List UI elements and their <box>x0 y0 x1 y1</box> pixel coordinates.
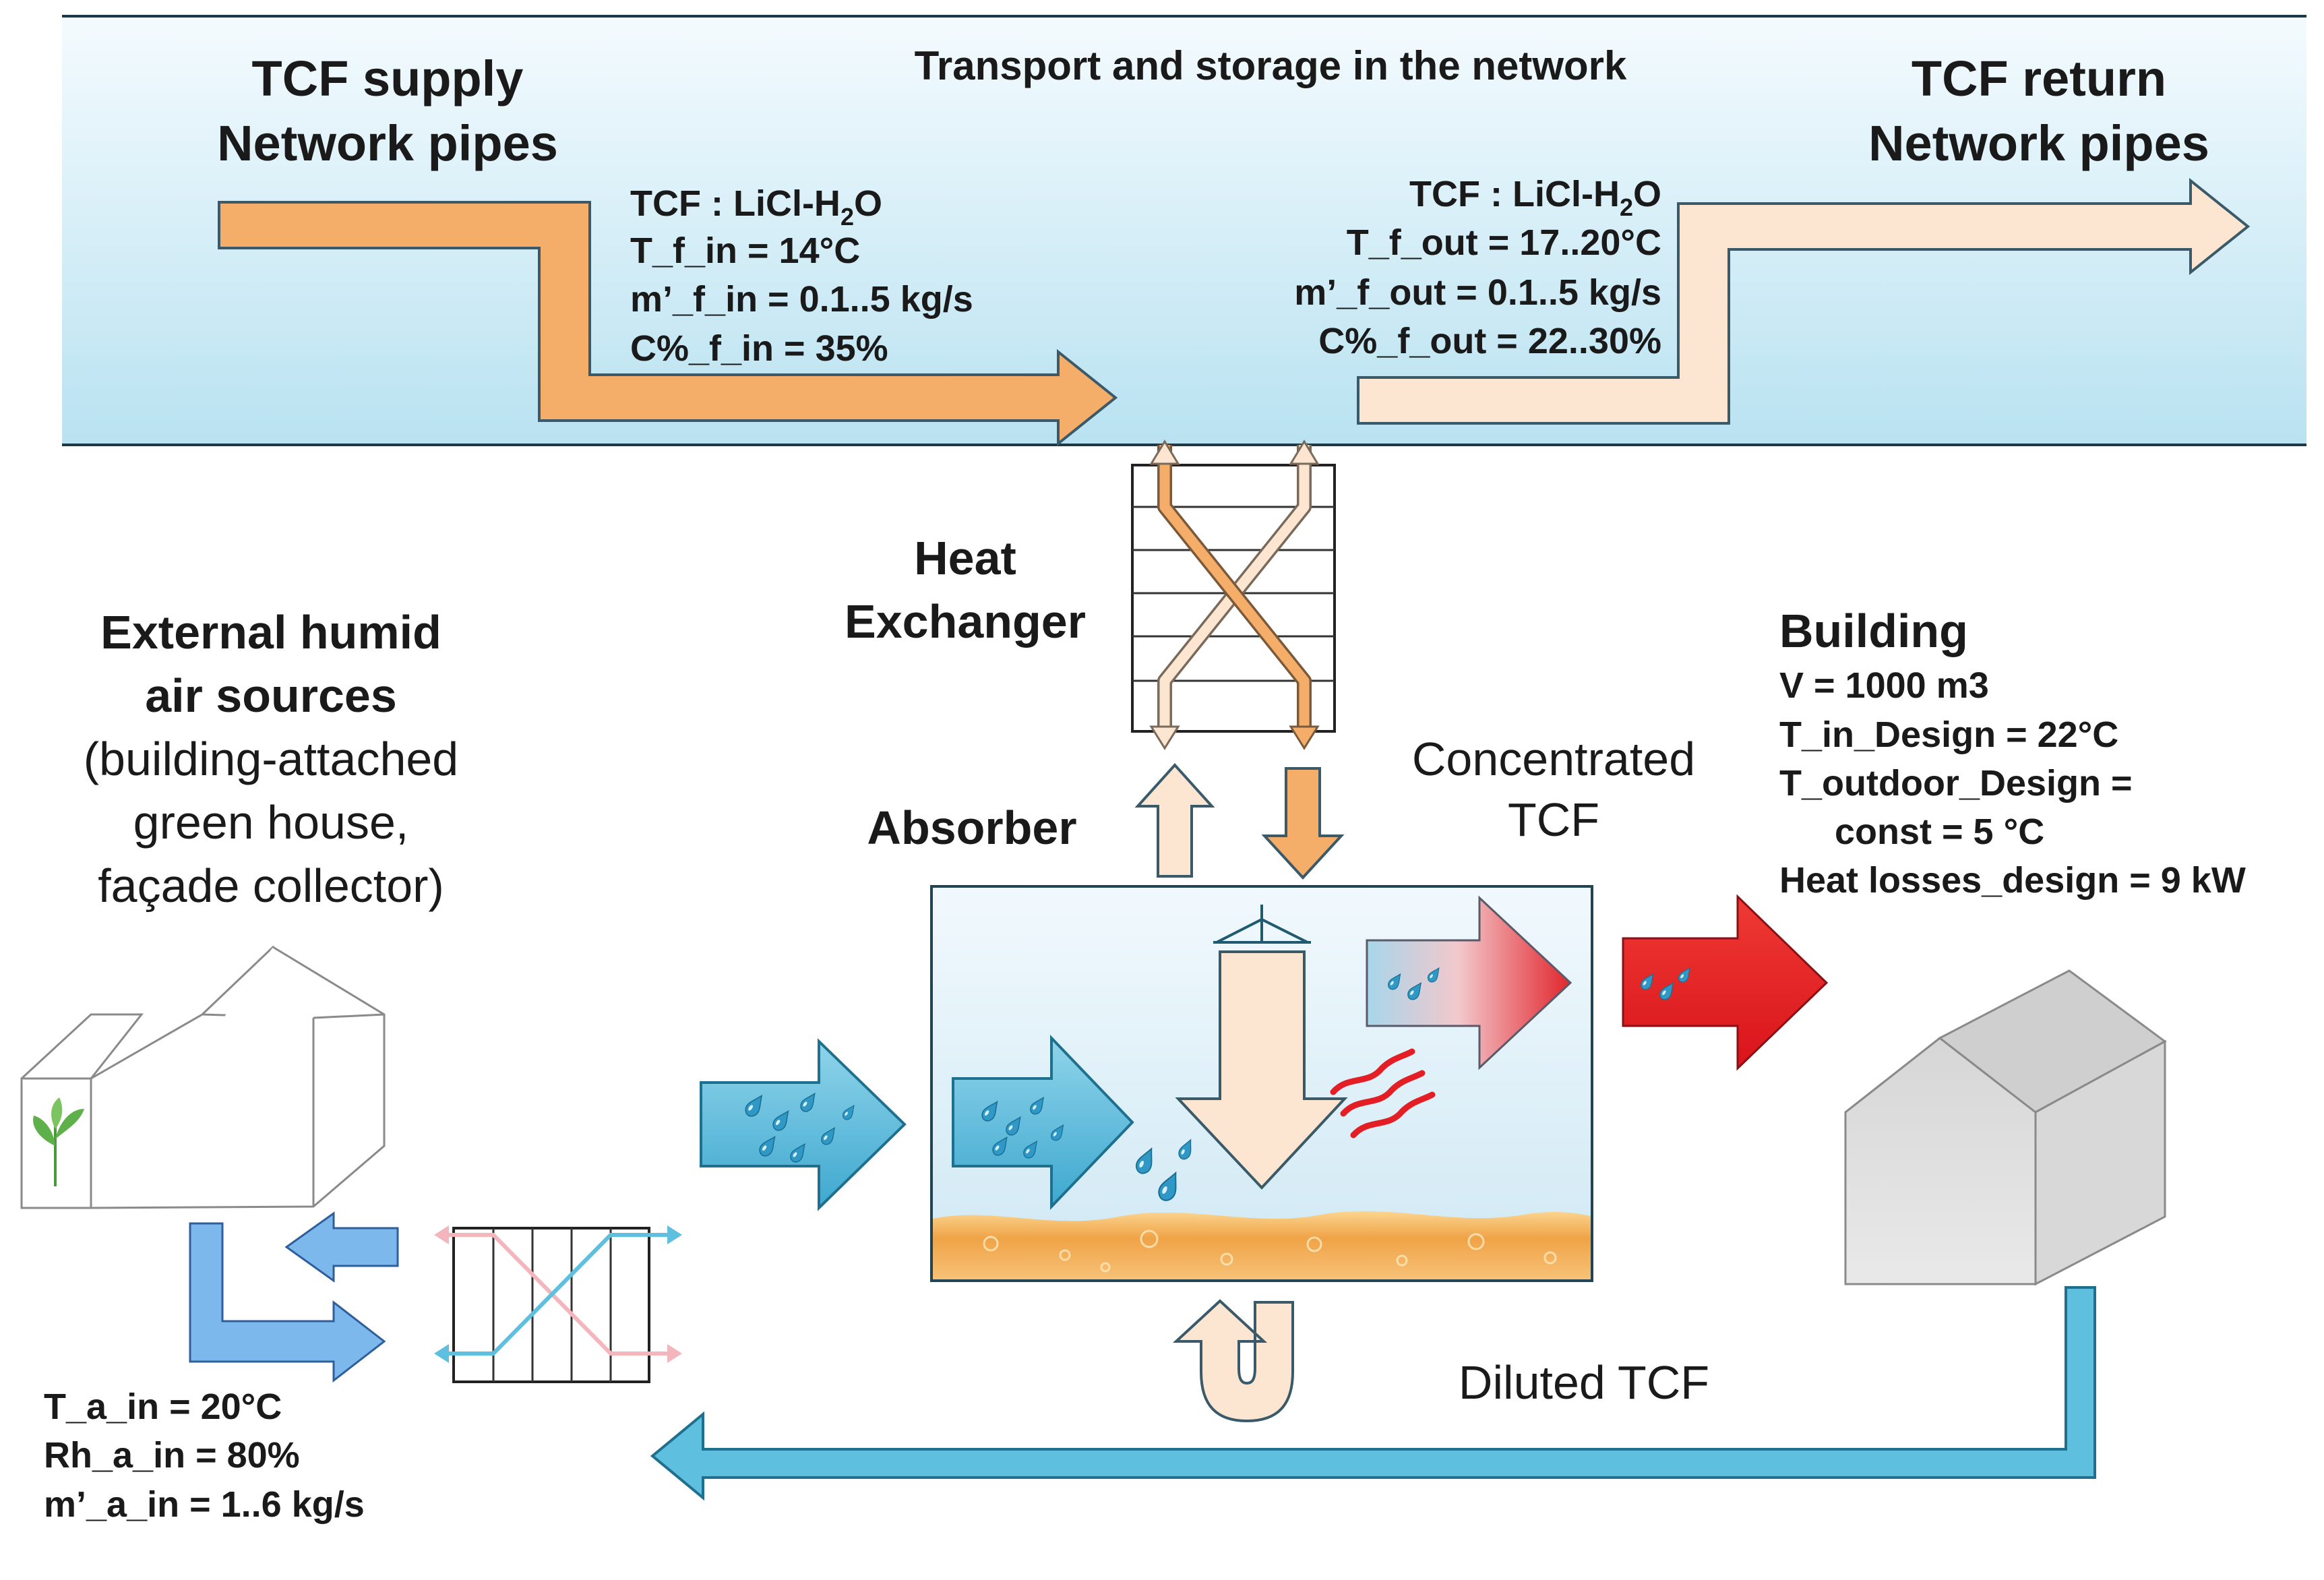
supply-fluid: TCF : LiCl-H2O <box>630 183 882 231</box>
building-param-5: Heat losses_design = 9 kW <box>1779 860 2246 901</box>
liquid-bubbles <box>983 1229 1557 1273</box>
return-fluid: TCF : LiCl-H2O <box>1409 174 1661 221</box>
air-temp: T_a_in = 20°C <box>44 1387 282 1427</box>
heat-waves-icon <box>1330 1048 1436 1138</box>
sprinkler-icon <box>1213 905 1311 944</box>
concentrated-label-1: Concentrated <box>1412 733 1695 785</box>
air-flow: m’_a_in = 1..6 kg/s <box>44 1484 365 1525</box>
recirculation-u-arrow <box>1172 1299 1294 1423</box>
external-title-1: External humid <box>100 606 441 659</box>
return-flow: m’_f_out = 0.1..5 kg/s <box>1294 272 1661 313</box>
building-title: Building <box>1779 605 1968 657</box>
external-desc-2: green house, <box>133 796 409 849</box>
return-temp: T_f_out = 17..20°C <box>1347 222 1661 263</box>
hot-air-arrow-to-building <box>1622 894 1829 1071</box>
supply-conc: C%_f_in = 35% <box>630 328 888 369</box>
building-param-4: const = 5 °C <box>1835 812 2044 852</box>
supply-title-line2: Network pipes <box>217 115 558 171</box>
external-desc-3: façade collector) <box>98 859 444 912</box>
concentrated-label-2: TCF <box>1508 793 1599 846</box>
diluted-label: Diluted TCF <box>1459 1356 1709 1409</box>
supply-flow: m’_f_in = 0.1..5 kg/s <box>630 279 973 320</box>
air-humidity: Rh_a_in = 80% <box>44 1435 300 1476</box>
humid-air-inlet-arrow <box>700 1038 907 1211</box>
return-arrow <box>1357 177 2251 425</box>
building-param-1: V = 1000 m3 <box>1779 665 1989 706</box>
heat-exchanger-label-1: Heat <box>914 532 1016 584</box>
up-arrow-to-exchanger <box>1134 763 1215 878</box>
band-title: Transport and storage in the network <box>915 43 1627 88</box>
absorber-outlet-air-arrow <box>1366 895 1572 1070</box>
air-return-to-greenhouse-arrow <box>284 1211 399 1283</box>
absorber-inlet-air-arrow <box>952 1035 1134 1210</box>
building-param-3: T_outdoor_Design = <box>1779 763 2133 803</box>
return-conc: C%_f_out = 22..30% <box>1318 321 1661 361</box>
external-title-2: air sources <box>145 669 397 722</box>
building-param-2: T_in_Design = 22°C <box>1779 715 2118 755</box>
absorber-liquid <box>933 1211 1591 1279</box>
heat-exchanger-label-2: Exchanger <box>845 595 1086 648</box>
down-arrow-to-absorber <box>1261 767 1345 880</box>
return-title-line2: Network pipes <box>1868 115 2209 171</box>
air-supply-from-greenhouse-pipe <box>189 1222 386 1383</box>
building-house-icon <box>1844 969 2167 1286</box>
plant-icon <box>33 1097 84 1186</box>
absorber-label: Absorber <box>867 801 1076 854</box>
absorber-down-arrow <box>1175 950 1348 1190</box>
external-desc-1: (building-attached <box>84 733 458 785</box>
return-title-line1: TCF return <box>1912 51 2166 107</box>
greenhouse-icon <box>20 945 386 1209</box>
supply-title-line1: TCF supply <box>252 51 524 107</box>
supply-temp: T_f_in = 14°C <box>630 231 860 271</box>
diluted-return-pipe <box>650 1286 2096 1501</box>
supply-arrow <box>218 201 1118 447</box>
heat-exchanger-bottom <box>434 1225 682 1383</box>
heat-exchanger-top <box>1131 439 1336 750</box>
